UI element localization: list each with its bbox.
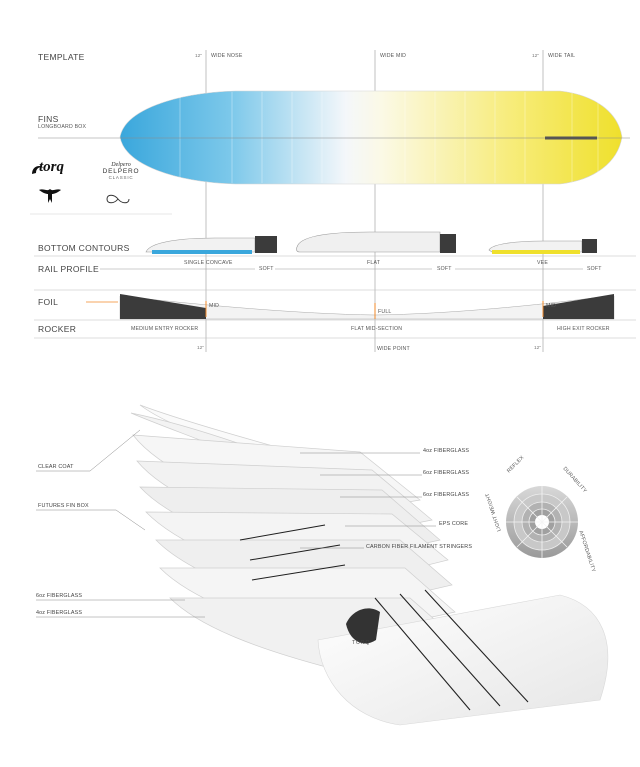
finished-board [317, 589, 609, 726]
manta-ray-icon [39, 189, 61, 203]
foil-profile [86, 294, 615, 320]
layer-pointers [36, 429, 436, 618]
bottom-contour-flat [296, 231, 456, 253]
soft-mid-label: SOFT [437, 266, 452, 272]
layer-6oz-top-2-label: 6oz FIBERGLASS [423, 492, 470, 498]
layer-eps-core-label: EPS CORE [439, 521, 469, 527]
wide-mid-label: WIDE MID [380, 53, 407, 59]
bottom-contours-label: BOTTOM CONTOURS [38, 243, 130, 253]
nose-12-label: 12" [195, 54, 203, 59]
foil-mid-tail-label: MID [546, 303, 557, 309]
infinity-icon [106, 194, 130, 204]
flat-mid-section-label: FLAT MID-SECTION [351, 326, 403, 332]
foil-full-label: FULL [378, 309, 392, 315]
fins-sub-label: LONGBOARD BOX [38, 124, 87, 130]
soft-tail-label: SOFT [587, 266, 602, 272]
board-deck-text: TORQ [352, 640, 371, 646]
template-label: TEMPLATE [38, 52, 85, 62]
layer-fin-box-label: FUTURES FIN BOX [38, 503, 89, 509]
wide-point-label: WIDE POINT [377, 346, 410, 352]
bottom-contour-single-concave [145, 236, 277, 254]
layer-4oz-bottom-label: 4oz FIBERGLASS [36, 610, 83, 616]
bottom-12-tail-label: 12" [534, 346, 542, 351]
delpero-logo: Delpero DELPERO CLASSIC [102, 162, 140, 180]
vee-label: VEE [537, 260, 548, 266]
wide-nose-label: WIDE NOSE [211, 53, 243, 59]
bottom-contour-vee [488, 239, 597, 254]
soft-nose-label: SOFT [259, 266, 274, 272]
wide-tail-label: WIDE TAIL [548, 53, 576, 59]
rocker-label: ROCKER [38, 324, 77, 334]
foil-label: FOIL [38, 297, 59, 307]
medium-entry-rocker-label: MEDIUM ENTRY ROCKER [131, 326, 199, 332]
torq-swoosh-icon [32, 166, 44, 174]
bottom-12-nose-label: 12" [197, 346, 205, 351]
performance-dial [506, 486, 578, 558]
carbon-stringers [239, 524, 346, 581]
fins-label: FINS [38, 114, 59, 124]
flat-label: FLAT [367, 260, 381, 266]
tail-12-label: 12" [532, 54, 540, 59]
layer-6oz-top-1-label: 6oz FIBERGLASS [423, 470, 470, 476]
single-concave-label: SINGLE CONCAVE [184, 260, 233, 266]
layer-carbon-stringers-label: CARBON FIBER FILAMENT STRINGERS [366, 544, 473, 550]
board-outline [119, 90, 623, 185]
rail-profile-label: RAIL PROFILE [38, 264, 99, 274]
torq-logo: torq [30, 159, 80, 180]
high-exit-rocker-label: HIGH EXIT ROCKER [557, 326, 610, 332]
foil-mid-nose-label: MID [209, 303, 220, 309]
layer-4oz-top-label: 4oz FIBERGLASS [423, 448, 470, 454]
layer-6oz-bottom-label: 6oz FIBERGLASS [36, 593, 83, 599]
layer-clear-coat-label: CLEAR COAT [38, 464, 74, 470]
longboard-fin-box [545, 136, 597, 140]
